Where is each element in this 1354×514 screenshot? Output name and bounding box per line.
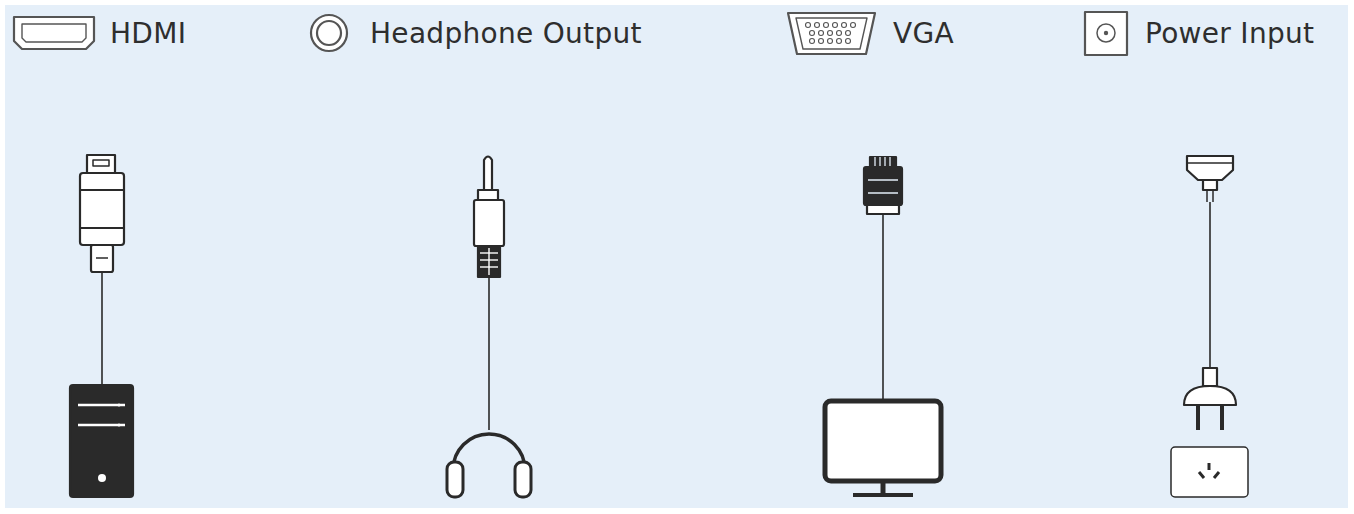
hdmi-cable — [70, 155, 133, 497]
port-label: Headphone Output — [370, 17, 642, 51]
port-label: VGA — [893, 17, 954, 51]
port-label: HDMI — [110, 17, 186, 51]
headphone-cable — [447, 157, 531, 498]
background-panel — [5, 5, 1348, 508]
vga-port-icon — [788, 13, 875, 54]
headphone-port-icon — [311, 15, 347, 51]
power-port-icon — [1085, 12, 1127, 55]
power-cable — [1171, 156, 1248, 497]
hdmi-port-icon — [14, 17, 94, 49]
port-label: Power Input — [1145, 17, 1314, 51]
vga-cable — [825, 157, 941, 495]
